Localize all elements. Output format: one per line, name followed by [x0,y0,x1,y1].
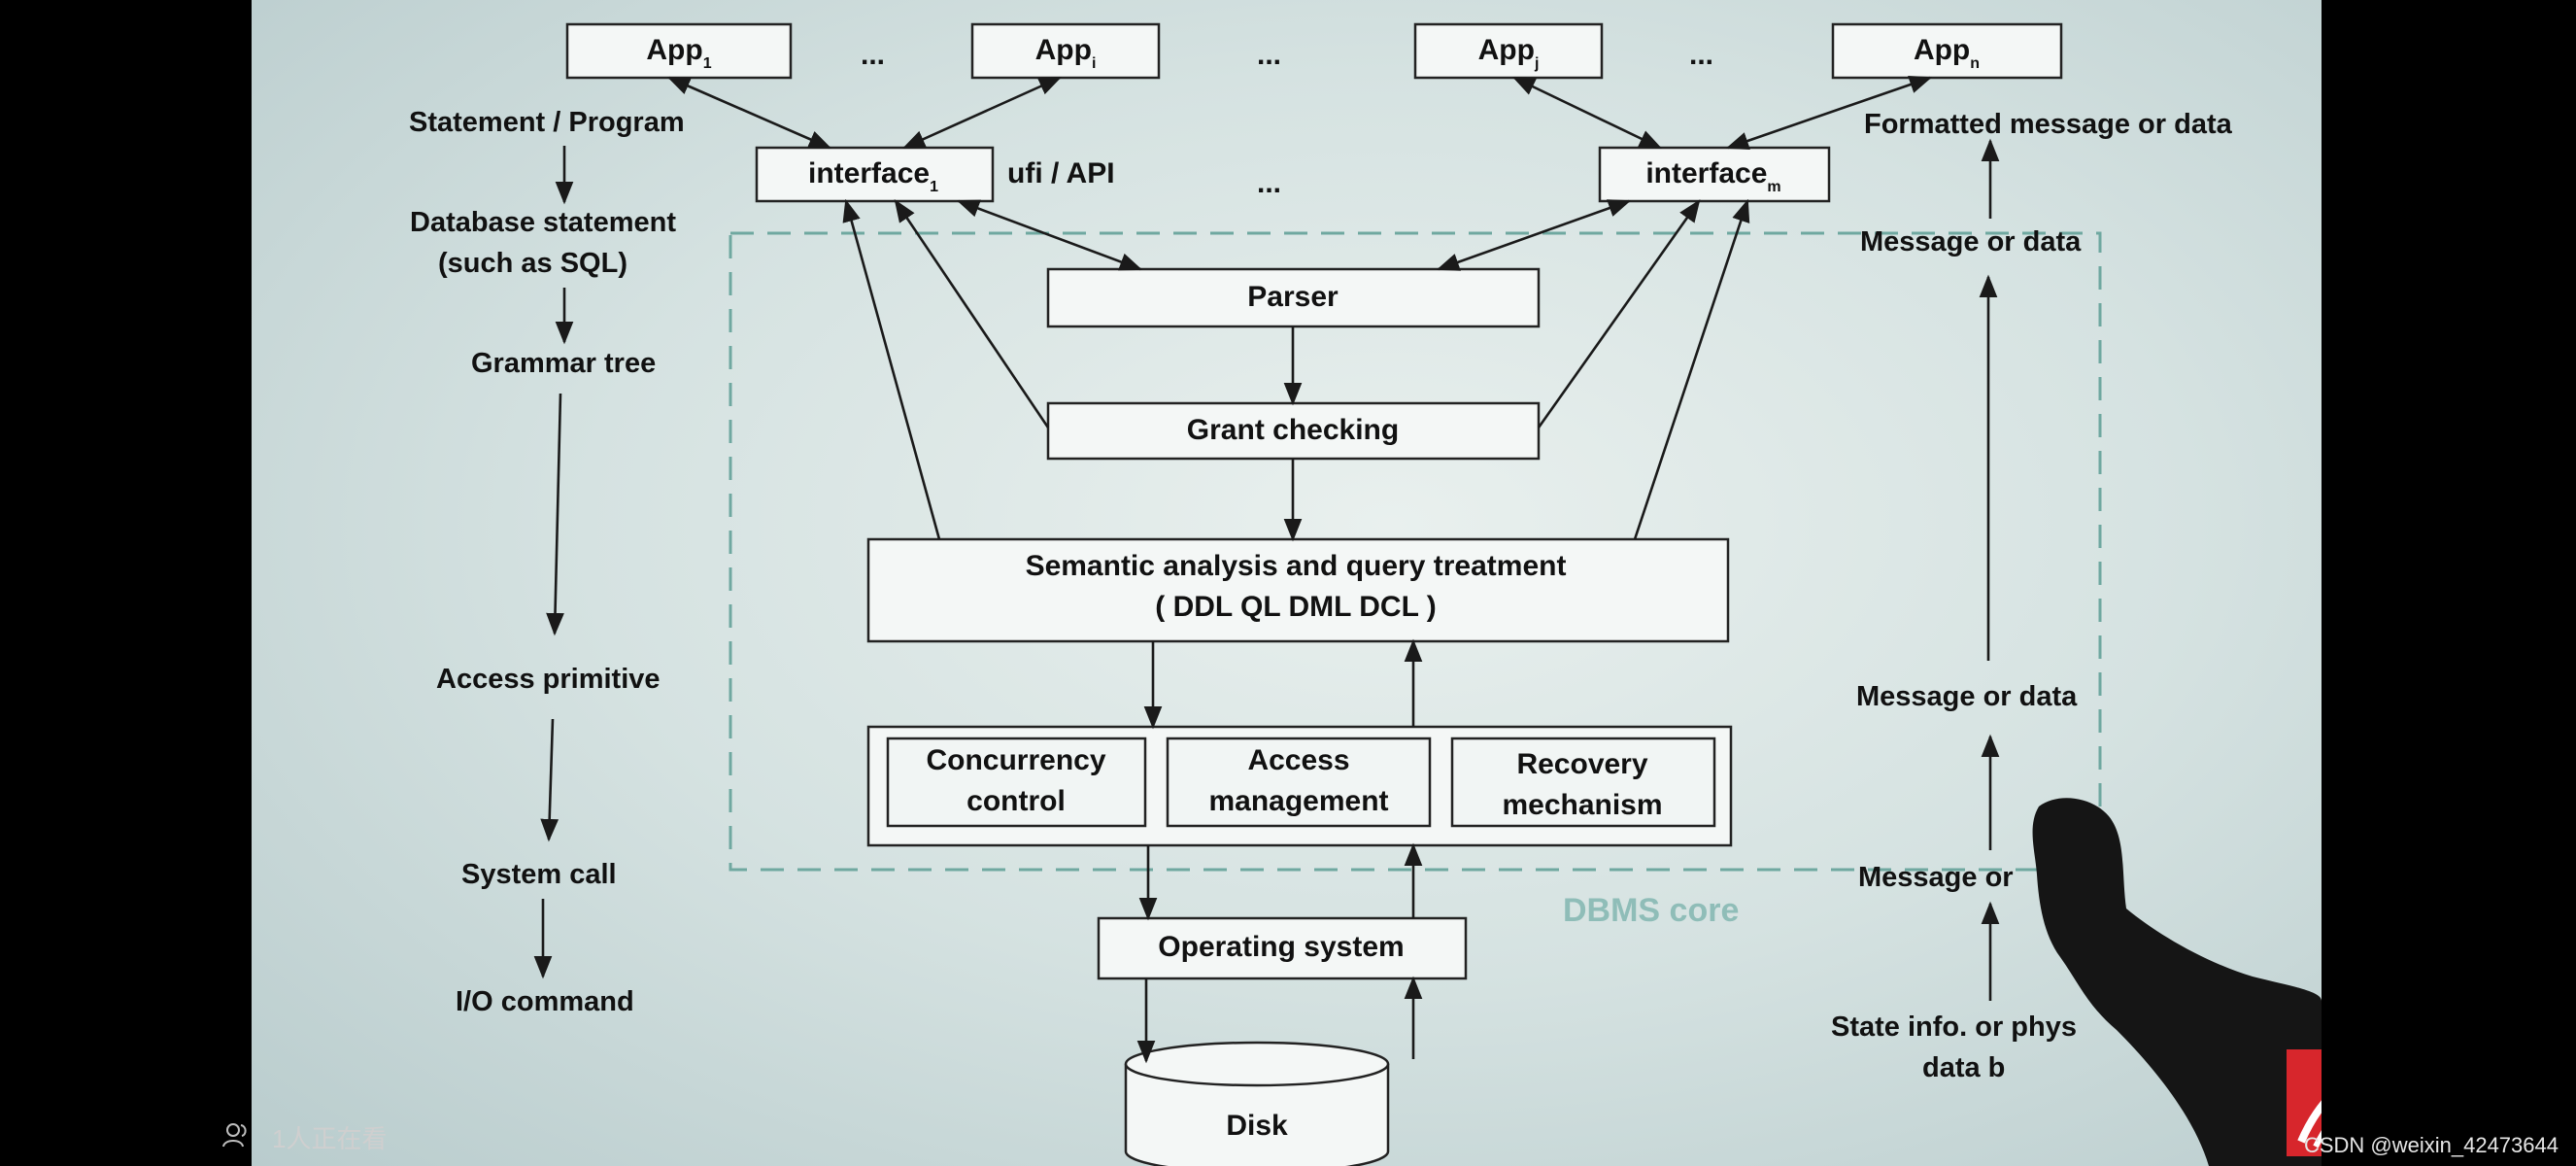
label-such-as-sql: (such as SQL) [438,248,627,279]
app-box-j: Appj [1413,22,1604,80]
app-i-name: App [1035,34,1092,66]
interface-1-sub: 1 [930,179,938,195]
app-box-i: Appi [970,22,1161,80]
ellipsis-3: ... [1689,39,1713,71]
label-formatted-message: Formatted message or data [1864,109,2233,140]
access-management-box [1166,737,1432,828]
edge-app1-interface1 [666,76,832,150]
viewer-people-icon [222,1123,247,1148]
label-state-info: State info. or phys [1831,1012,2077,1043]
dbms-core-region [729,231,2102,872]
interface-box-m: interfacem [1598,146,1831,203]
interface-box-1: interface1 [755,146,995,203]
app-j-name: App [1478,34,1535,66]
recovery-line1: Recovery [1516,748,1647,780]
svg-text:interfacem: interfacem [1645,157,1780,195]
csdn-credit: CSDN @weixin_42473644 [2303,1133,2559,1157]
edge-left-4 [540,718,559,842]
edge-interfacem-parser [1436,199,1632,271]
svg-text:interface1: interface1 [808,157,938,195]
app-n-sub: n [1970,55,1980,72]
label-data-b: data b [1922,1052,2005,1083]
grant-checking-label: Grant checking [1187,414,1399,446]
app-1-name: App [646,34,702,66]
app-1-sub: 1 [703,55,712,72]
svg-text:Appn: Appn [1914,34,1980,72]
edge-grant-interface1 [894,199,1050,429]
access-line2: management [1208,785,1388,817]
operating-system-label: Operating system [1158,931,1404,963]
concurrency-line1: Concurrency [926,744,1105,776]
edge-appj-interfacem [1511,76,1663,150]
ellipsis-4: ... [1257,167,1281,199]
app-box-n: Appn [1831,22,2063,80]
label-message-or: Message or [1858,862,2014,893]
recovery-line2: mechanism [1502,789,1662,821]
interface-m-name: interface [1645,157,1767,189]
app-n-name: App [1914,34,1970,66]
edge-interface1-parser [956,199,1143,271]
label-grammar-tree: Grammar tree [471,348,656,379]
parser-label: Parser [1247,281,1339,313]
interface-1-name: interface [808,157,930,189]
label-access-primitive: Access primitive [436,664,661,695]
ellipsis-2: ... [1257,39,1281,71]
disk-label: Disk [1226,1110,1288,1142]
access-line1: Access [1247,744,1349,776]
concurrency-control-box [886,737,1147,828]
dbms-core-label: DBMS core [1563,892,1739,929]
label-message-data-1: Message or data [1860,226,2082,257]
edge-grant-interfacem [1537,199,1701,429]
dbms-architecture-diagram: DBMS core App1 ... Appi ... Appj ... App… [409,22,2322,1166]
edge-appi-interface1 [901,76,1063,150]
ellipsis-1: ... [861,39,885,71]
presenter-hand [2032,798,2322,1166]
label-system-call: System call [461,859,617,890]
app-i-sub: i [1092,55,1096,72]
chaoxing-logo-icon [2287,1049,2322,1156]
label-statement-program: Statement / Program [409,107,685,138]
slide: DBMS core App1 ... Appi ... Appj ... App… [252,0,2322,1166]
label-database-statement: Database statement [410,207,676,238]
svg-text:App1: App1 [646,34,711,72]
edge-left-3 [546,393,564,636]
concurrency-line2: control [966,785,1066,817]
label-io-command: I/O command [456,986,634,1017]
interface-m-sub: m [1767,179,1780,195]
viewer-count: 1人正在看 [272,1124,388,1153]
api-label: ufi / API [1007,157,1115,189]
svg-text:Appj: Appj [1478,34,1540,72]
semantic-line2: ( DDL QL DML DCL ) [1155,591,1436,623]
edge-semantic-interfacem [1633,198,1750,540]
semantic-analysis-box [866,537,1730,643]
edge-appn-interfacem [1725,76,1933,150]
app-box-1: App1 [565,22,793,80]
label-message-data-2: Message or data [1856,681,2078,712]
edge-semantic-interface1 [842,198,941,540]
disk-cylinder [1124,1041,1390,1166]
semantic-line1: Semantic analysis and query treatment [1026,550,1567,582]
svg-text:Appi: Appi [1035,34,1097,72]
parser-box [1046,267,1541,328]
recovery-mechanism-box [1450,737,1716,828]
operating-system-box [1097,916,1468,980]
app-j-sub: j [1534,55,1539,72]
